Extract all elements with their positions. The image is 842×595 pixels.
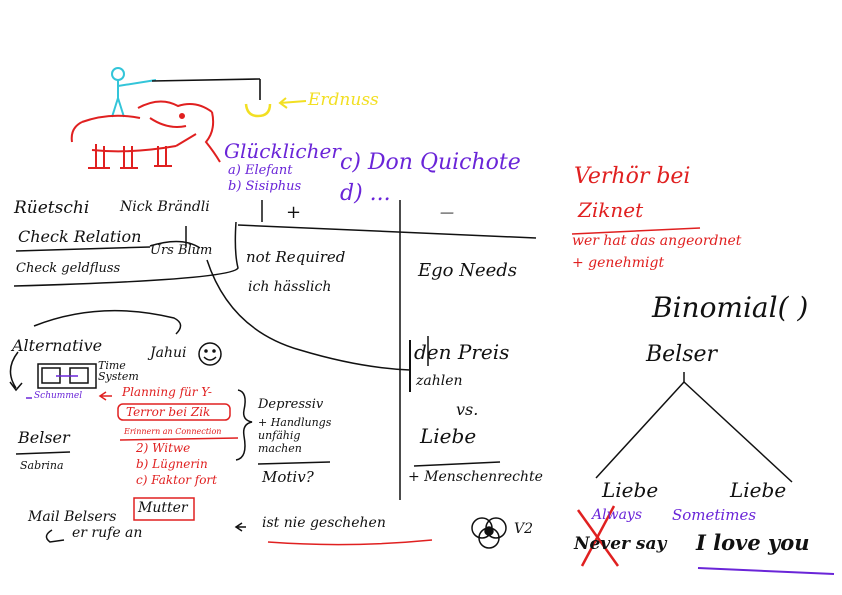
brace (235, 389, 253, 461)
motiv-label: Motiv? (262, 468, 314, 486)
planning-label: Planning für Y- (122, 385, 212, 399)
connection-label: Erinnern an Connection (124, 427, 222, 436)
witwe-label: 2) Witwe (136, 441, 191, 455)
binomial-label: Binomial( ) (652, 291, 809, 324)
erdnuss-label: Erdnuss (308, 90, 379, 110)
venn-diagram (471, 517, 507, 549)
handlungs-label: + Handlungs unfähig machen (258, 416, 332, 456)
strike-cross (576, 505, 620, 567)
urs-blum-label: Urs Blum (150, 243, 213, 258)
check-geldfluss-label: Check geldfluss (16, 261, 121, 276)
menschenrechte-label: + Menschenrechte (408, 469, 543, 485)
plus-header: + (286, 202, 302, 223)
elefant-label: a) Elefant (228, 163, 293, 178)
depressiv-label: Depressiv (258, 397, 324, 412)
belser-left-label: Belser (18, 428, 70, 447)
gluecklicher-label: Glücklicher (224, 139, 341, 163)
ego-needs-label: Ego Needs (418, 260, 518, 281)
schummel-label: Schummel (34, 391, 83, 401)
liebe-left-label: Liebe (602, 478, 659, 502)
er-rufe-label: er rufe an (72, 525, 143, 541)
connector-line (206, 259, 411, 371)
time-system-label: Time System (98, 359, 139, 383)
mail-label: Mail Belsers (28, 509, 117, 525)
liebe-right-label: Liebe (730, 478, 787, 502)
sisiphus-label: b) Sisiphus (228, 179, 302, 194)
zahlen-label: zahlen (416, 373, 463, 389)
mutter-label: Mutter (138, 500, 188, 516)
loop-arrow (9, 351, 23, 392)
terror-label: Terror bei Zik (126, 405, 211, 419)
liebe-center-label: Liebe (420, 424, 477, 448)
verhoer-label: Verhör bei (574, 164, 691, 189)
check-relation-label: Check Relation (18, 227, 142, 246)
time-system-boxes (37, 363, 97, 389)
jahui-label: Jahui (150, 345, 187, 361)
ist-nie-label: ist nie geschehen (262, 515, 386, 531)
vs-label: vs. (456, 400, 479, 419)
peanut-bait (244, 103, 272, 118)
never-say-label: Never say (574, 534, 667, 554)
fishing-rod (151, 78, 261, 100)
ziknet-label: Ziknet (578, 198, 644, 222)
don-quichote-label: c) Don Quichote (340, 150, 521, 175)
smiley-face (198, 342, 222, 366)
alternative-label: Alternative (12, 336, 103, 355)
not-required-label: not Required (246, 248, 346, 266)
ruetschi-label: Rüetschi (14, 198, 90, 218)
tree-diagram (595, 372, 793, 483)
belser-right-label: Belser (646, 342, 718, 367)
mutter-box (133, 497, 195, 521)
sometimes-label: Sometimes (672, 506, 757, 524)
genehmigt-label: + genehmigt (572, 255, 665, 271)
luegnerin-label: b) Lügnerin (136, 457, 208, 471)
den-preis-label: den Preis (414, 340, 510, 364)
haesslich-label: ich hässlich (248, 279, 332, 295)
planning-box (117, 403, 231, 421)
i-love-you-label: I love you (696, 530, 810, 555)
v2-label: V2 (514, 521, 534, 537)
wer-hat-label: wer hat das angeordnet (572, 233, 742, 249)
d-dots-label: d) ... (340, 181, 391, 206)
always-label: Always (592, 507, 643, 523)
nick-label: Nick Brändli (120, 199, 210, 215)
stick-figure (111, 67, 157, 118)
elephant (70, 100, 221, 169)
sabrina-label: Sabrina (20, 459, 64, 472)
faktor-label: c) Faktor fort (136, 473, 217, 487)
minus-header: — (440, 205, 454, 221)
